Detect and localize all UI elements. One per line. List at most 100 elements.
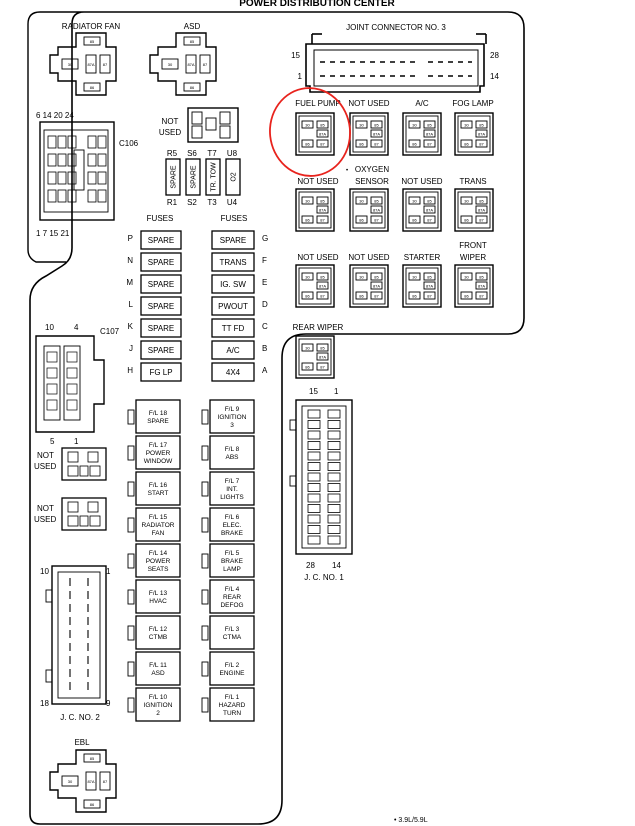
pin-87-terminal (99, 54, 111, 74)
fuse-g (211, 230, 255, 250)
c106-cavity (87, 135, 97, 149)
fusible-link-text: LIGHTS (220, 494, 244, 501)
fusible-link-tab (201, 625, 209, 641)
pin-87a-terminal (370, 129, 383, 138)
jc1-pin-28: 28 (306, 561, 315, 570)
c106-cavity (67, 189, 77, 203)
fusible-link-outline (209, 507, 255, 542)
jc2-connector (45, 565, 107, 705)
pin-30-terminal (460, 272, 473, 281)
pin-85-terminal (475, 272, 488, 281)
pin-85-label: 85 (374, 123, 379, 128)
fuse-letter-k: K (128, 322, 134, 331)
c106-cavity (97, 153, 107, 167)
pin-85-label: 85 (427, 199, 432, 204)
pin-86-terminal (191, 111, 203, 125)
fusible-link-outline (135, 651, 181, 686)
c106-cavity (57, 153, 67, 167)
fuse-letter-j: J (129, 344, 133, 353)
c107-pin-1: 1 (74, 437, 79, 446)
pin-30-terminal (355, 120, 368, 129)
jc1-cavity (327, 493, 341, 503)
block-outline (61, 447, 107, 481)
pin-85-terminal (316, 196, 329, 205)
trans-relay-label: TRANS (459, 177, 486, 186)
fusible-link-outline (209, 615, 255, 650)
fog-lamp-relay-label: FOG LAMP (452, 99, 493, 108)
relay-socket-outline (295, 264, 335, 308)
pin-85-label: 85 (320, 199, 325, 204)
fuse-label-p: SPARE (148, 236, 175, 245)
pin-87a-terminal (370, 281, 383, 290)
rear-wiper-relay-label: REAR WIPER (293, 323, 344, 332)
small-fuse-top-id-t7: T7 (207, 149, 217, 158)
c106-bottom-pins: 1 7 15 21 (36, 229, 70, 238)
c107-cavity (46, 367, 58, 379)
not-used-relay-label-2: NOT USED (297, 177, 338, 186)
pin-30-terminal (61, 58, 79, 70)
fusible-link-text: WINDOW (144, 458, 173, 465)
c106-cavity (57, 135, 67, 149)
pin-85-terminal (475, 120, 488, 129)
fuse-label-g: SPARE (220, 236, 247, 245)
fusible-link-outline (135, 399, 181, 434)
pin-87-terminal (370, 139, 383, 148)
jc1-cavity (307, 409, 321, 419)
c106-cavity (57, 171, 67, 185)
oxygen-sensor-label-2: SENSOR (355, 177, 389, 186)
pin-85-terminal (316, 343, 329, 352)
pin-30-label: 30 (68, 62, 73, 67)
c106-cavity (97, 189, 107, 203)
housing-outline (29, 11, 525, 825)
fusible-link-text: F/L 4 (225, 586, 240, 593)
fuse-label-k: SPARE (148, 324, 175, 333)
fuse-m (140, 274, 182, 294)
pin-87-label: 87 (320, 218, 325, 223)
pin-30-label: 30 (68, 779, 73, 784)
pin-87a-label: 87A (319, 208, 326, 213)
fusible-link-text: REAR (223, 594, 241, 601)
relay-socket-inner (298, 267, 332, 305)
pin-87-label: 87 (320, 365, 325, 370)
c106-cavity (57, 189, 67, 203)
jc1-inner (301, 405, 347, 549)
small-fuse-r5 (165, 158, 181, 196)
pin-86-terminal (355, 139, 368, 148)
cavity (89, 515, 101, 527)
fusible-link-text: F/L 9 (225, 406, 240, 413)
fuse-j (140, 340, 182, 360)
jc2-label: J. C. NO. 2 (60, 713, 100, 722)
pin-86-label: 86 (305, 142, 310, 147)
pin-85-label: 85 (190, 39, 195, 44)
pin-85-label: 85 (479, 275, 484, 280)
relay-socket-outline (402, 188, 442, 232)
pin-85-terminal (423, 272, 436, 281)
fuse-letter-d: D (262, 300, 268, 309)
pin-30-label: 30 (359, 275, 364, 280)
fusible-link-text: SEATS (148, 566, 169, 573)
fusible-link-text: IGNITION (218, 414, 247, 421)
pin-86-terminal (355, 215, 368, 224)
fuses-left-header: FUSES (147, 214, 174, 223)
c106-cavity (47, 135, 57, 149)
pin-87-label: 87 (479, 142, 484, 147)
not-used-center-label-2: USED (159, 128, 181, 137)
pin-86-label: 86 (412, 218, 417, 223)
pin-85-label: 85 (320, 346, 325, 351)
jc1-cavity (307, 535, 321, 545)
relay-socket-outline (402, 112, 442, 156)
pin-87a-terminal (370, 205, 383, 214)
c106-outline (39, 121, 115, 221)
c107-pin-10: 10 (45, 323, 54, 332)
relay-socket-inner (352, 267, 386, 305)
pin-85-terminal (475, 196, 488, 205)
jc1-pin-14: 14 (332, 561, 341, 570)
pin-87-terminal (316, 362, 329, 371)
c107-cavity (66, 399, 78, 411)
